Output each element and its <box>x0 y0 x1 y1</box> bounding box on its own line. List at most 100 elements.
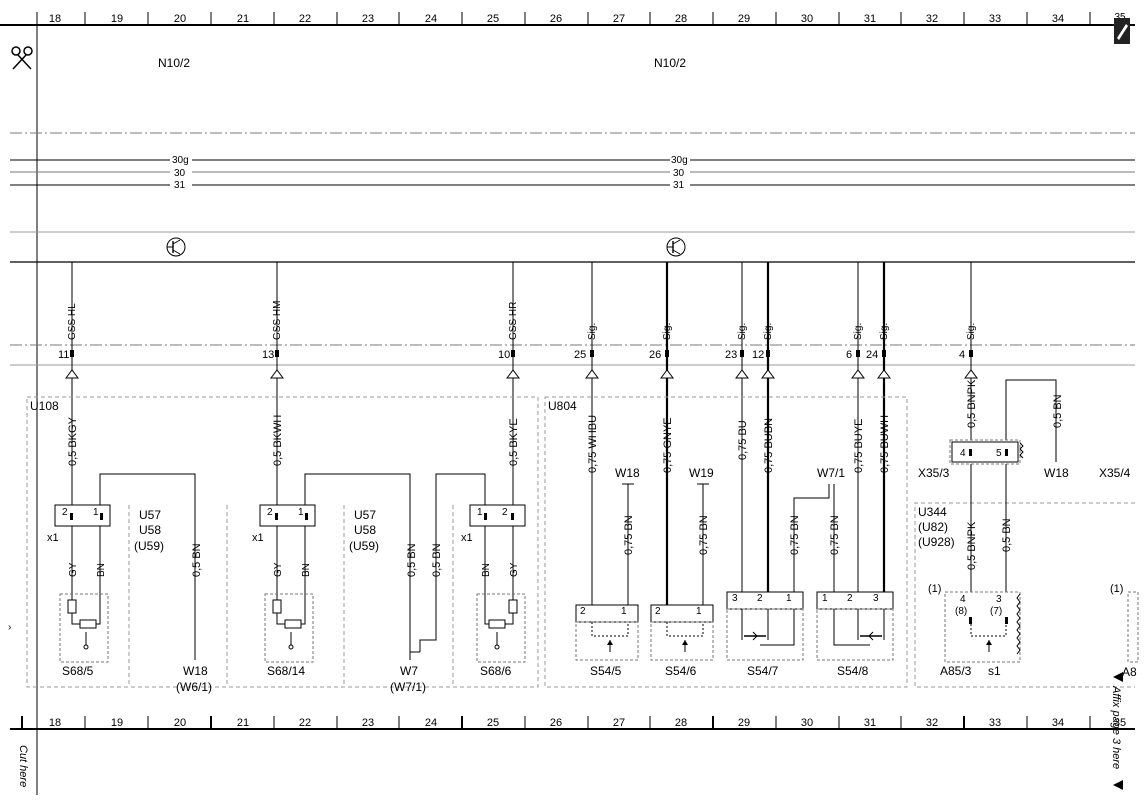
wire-color-label: 0,75 BN <box>789 515 801 555</box>
svg-text:5: 5 <box>996 448 1002 459</box>
top-col-label: 22 <box>299 13 311 25</box>
svg-text:BN: BN <box>481 563 492 577</box>
bottom-col-label: 21 <box>237 717 249 729</box>
svg-text:1: 1 <box>477 507 483 518</box>
svg-text:1: 1 <box>93 507 99 518</box>
pin-number: 13 <box>262 349 274 361</box>
pin-number: 25 <box>574 349 586 361</box>
lamp-group-label: U58 <box>354 523 376 537</box>
svg-text:x1: x1 <box>47 532 59 544</box>
ground-label: (W6/1) <box>176 680 212 694</box>
bus-label: 31 <box>673 180 685 191</box>
switch-s68-6: 1 2 x1 BN GY S68/6 <box>419 473 526 678</box>
bus-label: 30 <box>673 168 685 179</box>
top-col-label: 28 <box>675 13 687 25</box>
svg-text:GY: GY <box>68 562 79 577</box>
svg-text:2: 2 <box>757 593 763 604</box>
svg-text:0,5 BNPK: 0,5 BNPK <box>966 521 978 570</box>
pin-number: 26 <box>649 349 661 361</box>
svg-text:W18: W18 <box>1044 466 1069 480</box>
bottom-col-label: 19 <box>111 717 123 729</box>
group-label: U108 <box>30 399 59 413</box>
svg-text:3: 3 <box>873 593 879 604</box>
signal-label: Sig. <box>587 323 598 340</box>
arrow-down-icon <box>1113 780 1123 790</box>
svg-text:(1): (1) <box>928 583 941 595</box>
top-col-label: 21 <box>237 13 249 25</box>
cut-here-note: Cut here <box>17 745 29 787</box>
bottom-col-label: 27 <box>613 717 625 729</box>
wire-color-label: 0,75 GNYE <box>662 417 674 473</box>
top-col-label: 25 <box>487 13 499 25</box>
svg-text:1: 1 <box>822 593 828 604</box>
svg-text:x1: x1 <box>252 532 264 544</box>
top-col-label: 32 <box>926 13 938 25</box>
bottom-col-label: 22 <box>299 717 311 729</box>
signal-wires <box>71 262 972 605</box>
wire-color-label: 0,75 BN <box>698 515 710 555</box>
top-col-label: 19 <box>111 13 123 25</box>
top-col-label: 23 <box>362 13 374 25</box>
connector-x35: 0,5 BN 4 5 X35/3 W18 X35/4 <box>918 379 1131 592</box>
signal-label: GSS HR <box>508 302 519 340</box>
svg-text:S68/6: S68/6 <box>480 664 512 678</box>
signal-label: Sig. <box>662 323 673 340</box>
transistor-icon <box>166 237 186 257</box>
group-box-u108 <box>26 396 539 688</box>
ground-label: (W7/1) <box>390 680 426 694</box>
top-col-label: 34 <box>1052 13 1064 25</box>
svg-text:4: 4 <box>960 448 966 459</box>
bottom-col-label: 30 <box>801 717 813 729</box>
ground-label: W18 <box>615 466 640 480</box>
bottom-col-label: 28 <box>675 717 687 729</box>
bottom-col-label: 26 <box>550 717 562 729</box>
sensor-s54-6: 2 1 S54/6 <box>650 604 714 678</box>
bottom-col-label: 18 <box>49 717 61 729</box>
group-box-u804 <box>544 396 908 688</box>
svg-text:X35/4: X35/4 <box>1099 466 1131 480</box>
bottom-col-label: 33 <box>989 717 1001 729</box>
bottom-col-label: 34 <box>1052 717 1064 729</box>
svg-text:1: 1 <box>298 507 304 518</box>
switch-s68-14: 2 1 x1 GY BN S68/14 <box>252 473 411 678</box>
module-a8-partial: (1) A8 <box>1110 583 1139 679</box>
wire-color-label: 0,75 BN <box>829 515 841 555</box>
svg-text:S54/8: S54/8 <box>837 664 869 678</box>
svg-text:S54/6: S54/6 <box>665 664 697 678</box>
wire-color-label: 0,75 BN <box>623 515 635 555</box>
top-col-label: 30 <box>801 13 813 25</box>
bottom-ruler: 18 19 20 21 22 23 24 25 26 27 28 29 30 3… <box>10 716 1135 730</box>
pin-number: 23 <box>725 349 737 361</box>
pin-number: 6 <box>846 349 852 361</box>
ground-label: W7/1 <box>817 466 845 480</box>
top-col-label: 24 <box>425 13 437 25</box>
lamp-group-label: U58 <box>139 523 161 537</box>
wire-color-label: 0,5 BNPK <box>966 379 978 428</box>
signal-label: Sig. <box>763 323 774 340</box>
svg-text:s1: s1 <box>988 664 1001 678</box>
svg-text:GY: GY <box>273 562 284 577</box>
wire-color-label: 0,5 BN <box>431 543 443 577</box>
bottom-col-label: 25 <box>487 717 499 729</box>
svg-text:2: 2 <box>847 593 853 604</box>
transistor-icon <box>666 237 686 257</box>
group-label: U344 <box>918 505 947 519</box>
signal-label: GSS HM <box>272 301 283 340</box>
signal-label: Sig. <box>879 323 890 340</box>
lamp-group-label: (U59) <box>134 539 164 553</box>
group-sub-label: (U928) <box>918 535 955 549</box>
bottom-col-label: 24 <box>425 717 437 729</box>
wire-color-label: 0,75 BU <box>737 420 749 460</box>
module-a85-3: 0,5 BNPK 0,5 BN (1) 4 3 (8) (7) A85/3 s1 <box>928 518 1021 678</box>
svg-text:S68/5: S68/5 <box>62 664 94 678</box>
svg-text:2: 2 <box>62 507 68 518</box>
wire-color-label: 0,5 BN <box>191 543 203 577</box>
svg-text:0,5 BN: 0,5 BN <box>1052 394 1064 428</box>
sensor-s54-7: 3 2 1 S54/7 <box>726 591 804 678</box>
svg-text:x1: x1 <box>461 532 473 544</box>
bottom-col-label: 35 <box>1114 717 1126 729</box>
svg-text:A8: A8 <box>1122 665 1137 679</box>
wire-color-label: 0,5 BKWH <box>272 415 284 466</box>
lamp-group-label: U57 <box>354 508 376 522</box>
svg-text:3: 3 <box>996 594 1002 605</box>
